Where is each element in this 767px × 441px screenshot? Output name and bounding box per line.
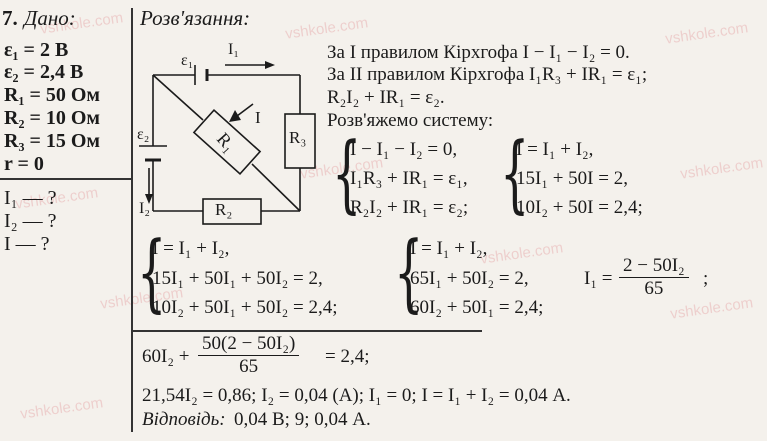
- eq-fraction: 50(2 − 50I₂) 65: [198, 333, 300, 378]
- eq-line-lhs: 60I₂ +: [142, 346, 190, 367]
- rule-4: Розв'яжемо систему:: [327, 110, 494, 131]
- answer-text: 0,04 В; 9; 0,04 А.: [234, 409, 371, 430]
- rule-1: За I правилом Кірхгофа I − I₁ − I₂ = 0.: [327, 42, 630, 63]
- label-e2: ε₂: [137, 126, 150, 143]
- label-r3: R₃: [289, 128, 307, 147]
- given-r2: R₂ = 10 Ом: [4, 107, 101, 129]
- eq-line-rhs: = 2,4;: [325, 346, 370, 367]
- label-i2: I₂: [139, 200, 150, 217]
- find-i2: I₂ — ?: [4, 210, 57, 232]
- label-i: I: [255, 108, 261, 127]
- i1-fraction-numerator: 2 − 50I₂: [619, 255, 689, 278]
- watermark: vshkole.com: [679, 154, 765, 183]
- eq-fraction-numerator: 50(2 − 50I₂): [198, 333, 300, 356]
- solution-label: Розв'язання:: [140, 6, 251, 30]
- watermark: vshkole.com: [479, 239, 565, 268]
- label-e1: ε₁: [181, 52, 194, 69]
- circuit-diagram: [139, 61, 316, 225]
- brace: {: [137, 223, 167, 321]
- watermark: vshkole.com: [664, 19, 750, 48]
- given-label: Дано:: [24, 6, 76, 30]
- result-line: 21,54I₂ = 0,86; I₂ = 0,04 (А); I₁ = 0; I…: [142, 385, 571, 406]
- i1-expr-tail: ;: [703, 268, 709, 289]
- system1-line-1: I − I₁ − I₂ = 0,: [350, 139, 458, 160]
- system1-line-3: R₂I₂ + IR₁ = ε₂;: [350, 197, 469, 218]
- system4-line-2: 65I₁ + 50I₂ = 2,: [410, 268, 529, 289]
- rule-3: R₂I₂ + IR₁ = ε₂.: [327, 87, 445, 108]
- given-find-divider: [0, 178, 132, 180]
- i1-fraction-denominator: 65: [644, 278, 664, 299]
- given-r1: R₁ = 50 Ом: [4, 84, 101, 106]
- system2-line-2: 15I₁ + 50I = 2,: [516, 168, 628, 189]
- system4-line-1: I = I₁ + I₂,: [410, 238, 488, 259]
- answer-label: Відповідь:: [142, 409, 226, 430]
- find-i: I — ?: [4, 233, 50, 255]
- brace: {: [394, 223, 424, 321]
- given-e1: ε₁ = 2 В: [4, 39, 69, 61]
- eq-fraction-denominator: 65: [239, 356, 259, 377]
- given-r3: R₃ = 15 Ом: [4, 130, 101, 152]
- find-i1: I₁ — ?: [4, 187, 57, 209]
- rule-2: За II правилом Кірхгофа I₁R₃ + IR₁ = ε₁;: [327, 64, 648, 85]
- system2-line-3: 10I₂ + 50I = 2,4;: [516, 197, 643, 218]
- given-e2: ε₂ = 2,4 В: [4, 61, 84, 83]
- system4-line-3: 60I₂ + 50I₁ = 2,4;: [410, 297, 544, 318]
- label-i1: I₁: [228, 41, 239, 58]
- given-r: r = 0: [4, 153, 44, 175]
- system2-line-1: I = I₁ + I₂,: [516, 139, 594, 160]
- system1-line-2: I₁R₃ + IR₁ = ε₁,: [350, 168, 468, 189]
- i1-expr-lhs: I₁ =: [584, 268, 613, 289]
- vertical-divider: [131, 8, 133, 432]
- problem-number: 7.: [2, 6, 18, 30]
- system3-line-2: 15I₁ + 50I₁ + 50I₂ = 2,: [152, 268, 323, 289]
- brace: {: [500, 124, 530, 222]
- brace: {: [332, 124, 362, 222]
- system3-line-1: I = I₁ + I₂,: [152, 238, 230, 259]
- watermark: vshkole.com: [19, 394, 105, 423]
- system3-line-3: 10I₂ + 50I₁ + 50I₂ = 2,4;: [152, 297, 338, 318]
- i1-fraction: 2 − 50I₂ 65: [619, 255, 689, 300]
- section-divider: [132, 330, 482, 332]
- label-r2: R₂: [215, 200, 233, 219]
